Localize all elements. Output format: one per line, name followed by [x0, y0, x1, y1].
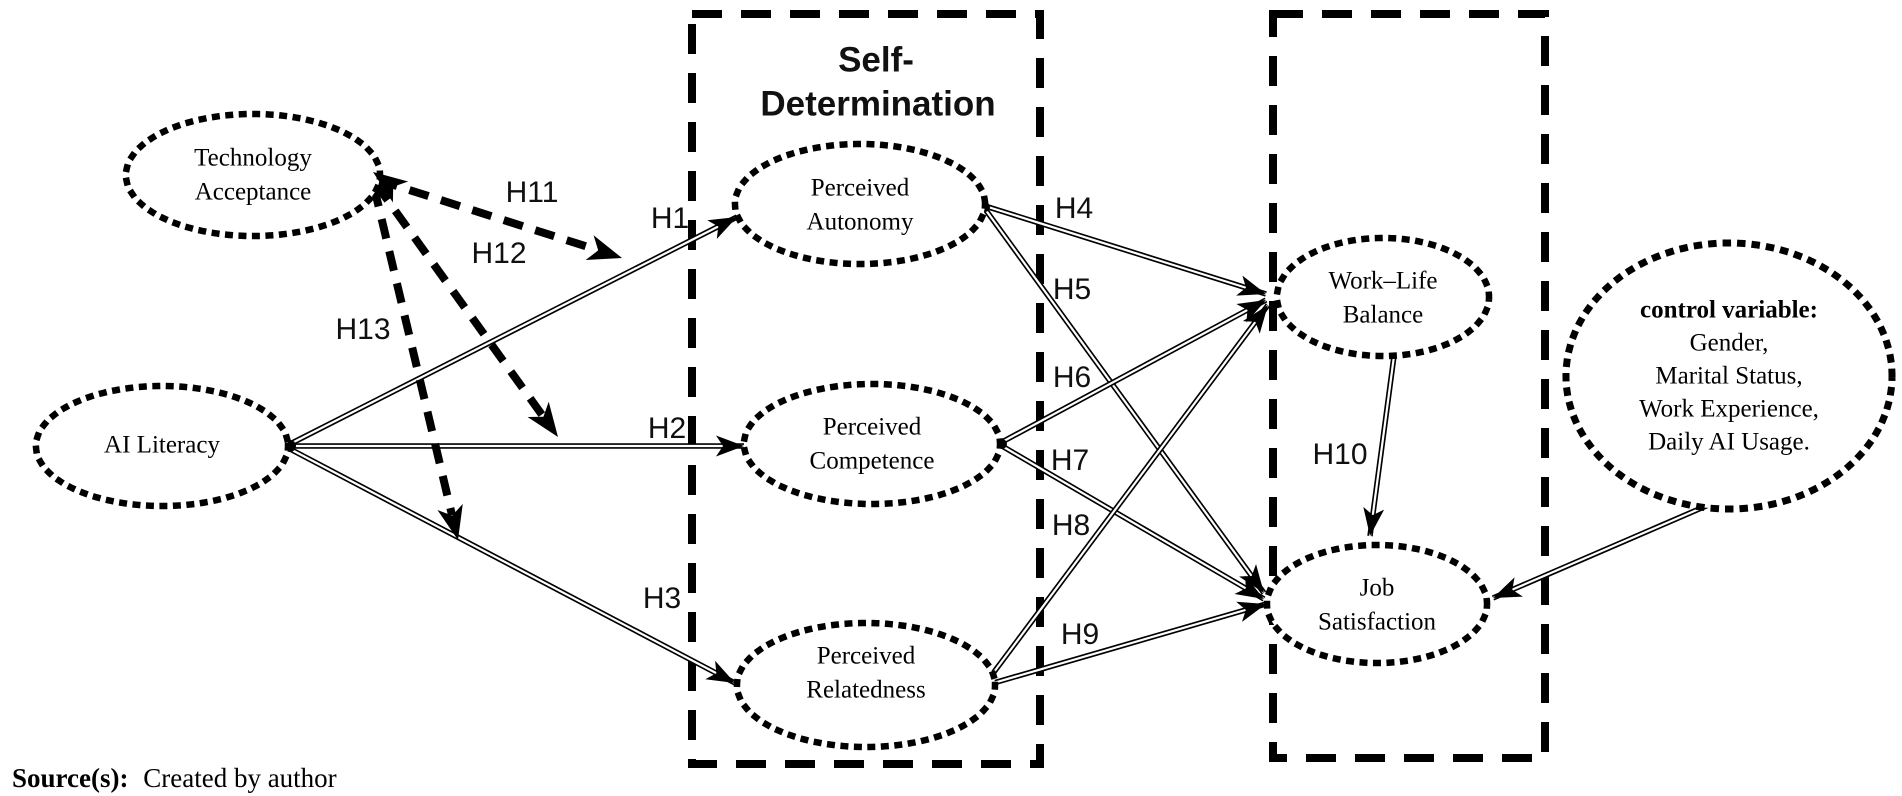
label-h7: H7 [1051, 444, 1089, 477]
dashed-arrow-h12 [372, 181, 554, 429]
layer-hypothesis-labels: H1 H2 H3 H4 H5 H6 H7 H8 H9 H10 H11 H12 H… [335, 176, 1367, 651]
arrow-h4 [984, 203, 1267, 297]
dashed-arrow-h13 [370, 186, 456, 516]
node-perceived-autonomy: Perceived Autonomy [731, 140, 989, 268]
work-life-balance-label-line1: Work–Life [1328, 268, 1437, 295]
arrowhead-into-technology-acceptance [373, 172, 409, 203]
source-note: Source(s): Created by author [12, 763, 337, 793]
self-determination-title-line1: Self- [838, 40, 914, 79]
self-determination-title-line2: Determination [760, 84, 995, 123]
perceived-competence-label-line2: Competence [810, 448, 935, 475]
layer-nodes: Technology Acceptance AI Literacy Percei… [32, 110, 1896, 751]
label-h11: H11 [506, 176, 559, 209]
label-h9: H9 [1061, 618, 1099, 651]
arrow-h3 [288, 446, 737, 686]
control-variable-label-daily-ai-usage: Daily AI Usage. [1648, 429, 1810, 456]
arrow-h6 [1000, 297, 1268, 445]
node-perceived-relatedness: Perceived Relatedness [733, 619, 999, 751]
arrow-control-to-job-satisfaction [1491, 500, 1715, 601]
layer-arrows [284, 176, 1715, 687]
perceived-competence-label-line1: Perceived [823, 414, 922, 441]
arrowhead-h5 [1239, 564, 1264, 593]
arrowhead-h9 [1236, 601, 1266, 622]
perceived-autonomy-label-line1: Perceived [811, 175, 910, 202]
arrow-h7 [1000, 443, 1266, 602]
technology-acceptance-label-line2: Acceptance [195, 179, 312, 206]
perceived-relatedness-label-line2: Relatedness [806, 677, 925, 704]
job-satisfaction-label-line2: Satisfaction [1318, 609, 1437, 636]
arrowhead-h3 [705, 660, 735, 683]
node-job-satisfaction: Job Satisfaction [1263, 541, 1491, 667]
label-h12: H12 [471, 237, 526, 270]
arrow-h8 [985, 303, 1271, 682]
work-life-balance-label-line2: Balance [1343, 302, 1424, 329]
arrowhead-h1 [707, 217, 737, 240]
node-technology-acceptance: Technology Acceptance [122, 110, 384, 240]
arrow-h1 [288, 214, 739, 447]
label-h4: H4 [1055, 192, 1093, 225]
ai-literacy-label: AI Literacy [104, 432, 220, 459]
layer-boxes: Self- Determination [688, 10, 1549, 768]
arrowhead-h2 [716, 435, 744, 457]
arrowhead-h13 [437, 503, 463, 540]
arrowhead-h11 [585, 235, 622, 261]
node-work-life-balance: Work–Life Balance [1273, 234, 1493, 360]
arrowhead-h8 [1242, 305, 1268, 334]
self-determination-box [688, 10, 1044, 768]
arrowhead-h12 [527, 401, 558, 437]
arrow-h10 [1367, 355, 1397, 537]
source-note-label: Source(s): [12, 763, 128, 793]
perceived-relatedness-label-line1: Perceived [817, 643, 916, 670]
outcomes-box [1269, 10, 1549, 762]
source-note-text: Created by author [143, 763, 336, 793]
arrowhead-h7 [1234, 575, 1264, 599]
control-variable-label-title: control variable: [1640, 297, 1818, 324]
arrow-h9 [989, 601, 1267, 687]
control-variable-label-marital-status: Marital Status, [1655, 363, 1802, 390]
label-h2: H2 [648, 412, 686, 445]
job-satisfaction-label-line1: Job [1360, 575, 1395, 602]
layer-arrowheads [373, 172, 1523, 683]
control-variable-label-work-experience: Work Experience, [1639, 396, 1819, 423]
label-h6: H6 [1053, 361, 1091, 394]
technology-acceptance-label-line1: Technology [194, 145, 312, 172]
arrowhead-control [1493, 577, 1523, 598]
label-h1: H1 [651, 202, 689, 235]
dashed-arrow-h11 [376, 176, 612, 258]
arrowhead-h6 [1236, 300, 1266, 323]
arrowhead-h4 [1236, 275, 1266, 296]
node-control-variable: control variable: Gender, Marital Status… [1562, 239, 1896, 513]
label-h13: H13 [335, 313, 390, 346]
perceived-autonomy-label-line2: Autonomy [807, 209, 914, 236]
arrowhead-h10 [1363, 506, 1385, 536]
arrow-h5 [982, 207, 1267, 595]
label-h10: H10 [1312, 438, 1367, 471]
label-h8: H8 [1052, 509, 1090, 542]
node-ai-literacy: AI Literacy [32, 382, 292, 510]
node-perceived-competence: Perceived Competence [740, 380, 1004, 508]
control-variable-label-gender: Gender, [1690, 330, 1769, 357]
label-h5: H5 [1053, 273, 1091, 306]
label-h3: H3 [643, 582, 681, 615]
